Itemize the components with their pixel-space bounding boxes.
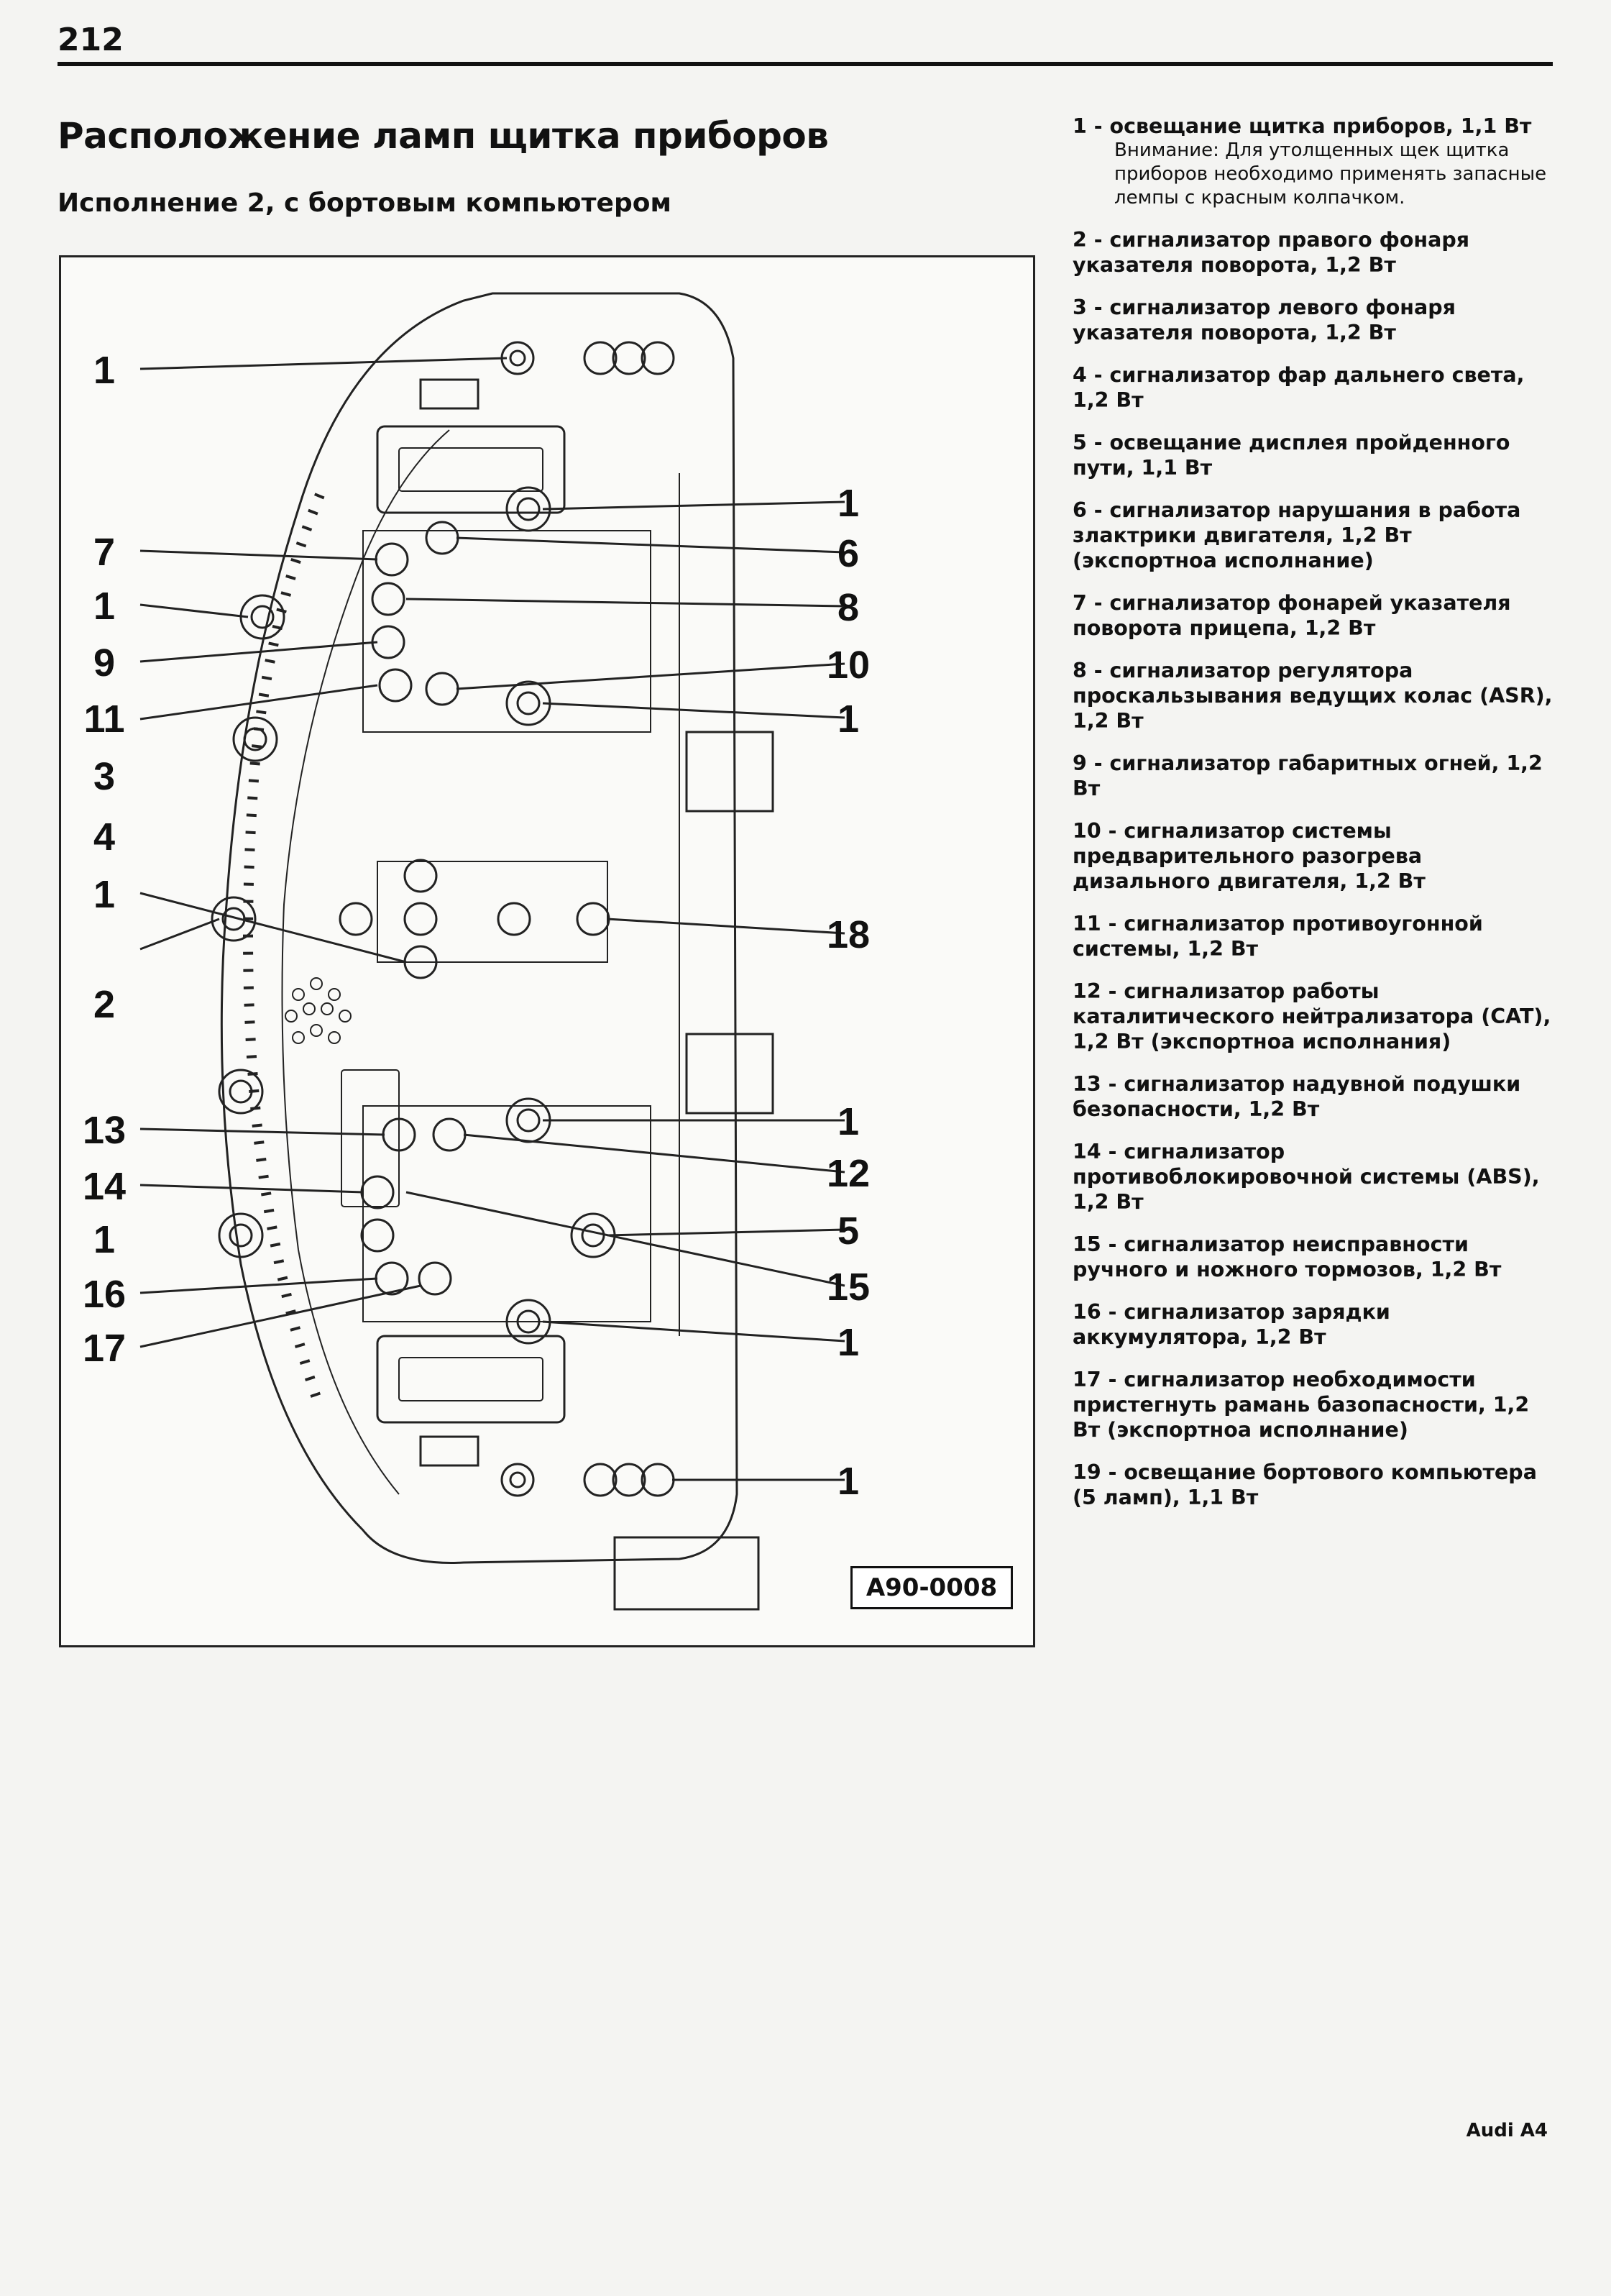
code-tab — [613, 1536, 760, 1611]
legend-item-3: 3 - сигнализатор левого фонаря указателя… — [1073, 296, 1456, 344]
legend-item-7: 7 - сигнализатор фонарей указателя повор… — [1073, 591, 1511, 640]
right-callout-8: 8 — [837, 586, 859, 629]
legend-item-10: 10 - сигнализатор системы предварительно… — [1073, 819, 1426, 893]
legend-note: Внимание: Для утолщенных щек щитка прибо… — [1114, 140, 1547, 209]
legend-item-12: 12 - сигнализатор работы каталитического… — [1073, 979, 1551, 1053]
left-callout-2: 2 — [93, 983, 115, 1026]
legend-item-8: 8 - сигнализатор регулятора проскальзыва… — [1073, 659, 1553, 733]
right-callout-1: 1 — [837, 1321, 859, 1364]
right-tab-lower — [685, 1033, 774, 1115]
legend-item-19: 19 - освещание бортового компьютера (5 л… — [1073, 1460, 1537, 1509]
page-number: 212 — [58, 22, 124, 58]
lamp-sockets — [211, 341, 675, 1497]
left-callout-9: 9 — [93, 641, 115, 685]
upper-circuit-trace — [362, 530, 651, 733]
right-callout-1: 1 — [837, 1460, 859, 1503]
left-callout-17: 17 — [83, 1327, 126, 1370]
figure-code: A90-0008 — [850, 1566, 1013, 1609]
legend-item-14: 14 - сигнализатор противоблокировочной с… — [1073, 1140, 1540, 1214]
legend-item-16: 16 - сигнализатор зарядки аккумулятора, … — [1073, 1300, 1390, 1349]
lower-connector-pins — [398, 1357, 543, 1401]
left-callout-1: 1 — [93, 585, 115, 628]
left-callout-11: 11 — [83, 698, 124, 741]
legend-item-2: 2 - сигнализатор правого фонаря указател… — [1073, 228, 1470, 277]
cluster-housing-outline — [220, 292, 738, 1564]
right-callout-5: 5 — [837, 1209, 859, 1253]
right-callout-6: 6 — [837, 532, 859, 575]
header-rule — [58, 62, 1553, 66]
legend-item-17: 17 - сигнализатор необходимости пристегн… — [1073, 1368, 1530, 1442]
right-tab-upper — [685, 731, 774, 813]
bottom-tab — [419, 1435, 479, 1467]
legend-item-5: 5 - освещание дисплея пройденного пути, … — [1073, 431, 1510, 480]
legend-item-15: 15 - сигнализатор неисправности ручного … — [1073, 1232, 1502, 1281]
legend-item-1: 1 - освещание щитка приборов, 1,1 Вт Вни… — [1073, 114, 1554, 210]
lamp-legend: 1 - освещание щитка приборов, 1,1 Вт Вни… — [1073, 114, 1554, 1527]
left-callout-1: 1 — [93, 349, 115, 392]
legend-item-6: 6 - сигнализатор нарушания в работа злак… — [1073, 498, 1521, 572]
right-callout-18: 18 — [827, 913, 870, 956]
lower-connector — [376, 1335, 566, 1424]
left-callout-14: 14 — [83, 1165, 126, 1208]
legend-item-9: 9 - сигнализатор габаритных огней, 1,2 В… — [1073, 751, 1543, 800]
right-callout-1: 1 — [837, 1100, 859, 1143]
left-callout-1: 1 — [93, 1218, 115, 1261]
page-title: Расположение ламп щитка приборов — [58, 115, 829, 157]
cluster-inner-rim — [281, 429, 450, 1495]
right-callout-10: 10 — [827, 644, 870, 687]
left-callout-13: 13 — [83, 1109, 126, 1152]
lower-circuit-trace — [362, 1105, 651, 1322]
cluster-dial-scale — [243, 493, 325, 1410]
left-callout-3: 3 — [93, 755, 115, 798]
right-callout-1: 1 — [837, 482, 859, 525]
leader-lines — [139, 357, 845, 1481]
right-callout-1: 1 — [837, 698, 859, 741]
speaker-grille — [285, 977, 352, 1044]
legend-item-13: 13 - сигнализатор надувной подушки безоп… — [1073, 1072, 1521, 1121]
left-callout-7: 7 — [93, 531, 115, 574]
legend-item-4: 4 - сигнализатор фар дальнего света, 1,2… — [1073, 363, 1525, 412]
upper-connector — [376, 425, 566, 514]
left-callout-1: 1 — [93, 873, 115, 916]
left-callout-16: 16 — [83, 1273, 126, 1316]
right-callout-15: 15 — [827, 1266, 870, 1309]
top-tab — [419, 378, 479, 410]
footer-model-label: Audi A4 — [1466, 2120, 1548, 2141]
cluster-drawing — [139, 292, 845, 1611]
legend-item-11: 11 - сигнализатор противоугонной системы… — [1073, 912, 1483, 961]
middle-circuit-trace — [377, 861, 608, 963]
legend-text: 1 - освещание щитка приборов, 1,1 Вт — [1073, 114, 1532, 138]
left-callout-4: 4 — [93, 815, 115, 859]
page-subtitle: Исполнение 2, с бортовым компьютером — [58, 188, 671, 218]
right-callout-12: 12 — [827, 1152, 870, 1195]
upper-connector-pins — [398, 447, 543, 492]
